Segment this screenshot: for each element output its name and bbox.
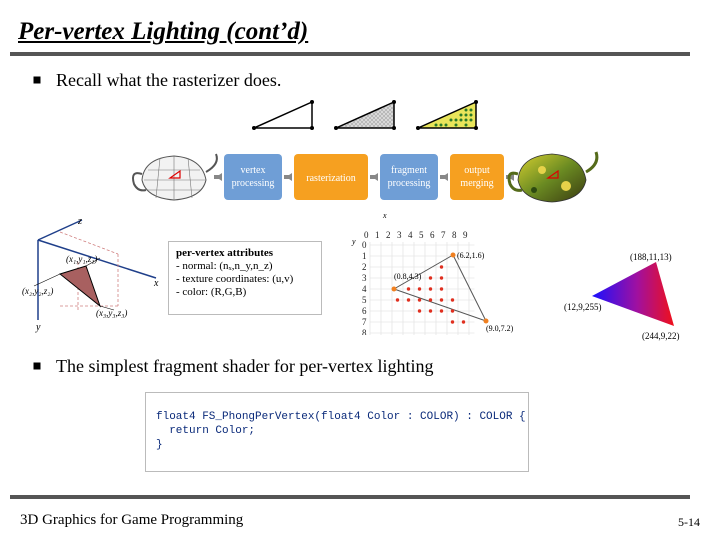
3d-triangle bbox=[58, 265, 102, 308]
grid-row-label: 3 bbox=[362, 273, 367, 283]
rasterization-triangles bbox=[252, 100, 478, 130]
grid-col-label: 2 bbox=[386, 230, 391, 240]
attribute-texcoord: - texture coordinates: (u,v) bbox=[176, 273, 294, 285]
fragment-dot bbox=[439, 309, 444, 313]
bullet-1: Recall what the rasterizer does. bbox=[32, 70, 281, 91]
grid-y-axis-label: y bbox=[351, 237, 356, 246]
code-box: float4 FS_PhongPerVertex(float4 Color : … bbox=[145, 392, 529, 472]
grid-x-axis-label: x bbox=[382, 211, 387, 220]
fragment-dot bbox=[417, 287, 422, 291]
stage-label-vertex-2: processing bbox=[232, 178, 275, 189]
grid-col-label: 0 bbox=[364, 230, 369, 240]
vertex-processing-stage bbox=[224, 154, 282, 200]
bullet-square-icon bbox=[33, 76, 41, 84]
z-label: z bbox=[77, 216, 82, 227]
textured-teapot-icon bbox=[507, 151, 599, 203]
x-label: x bbox=[153, 278, 159, 289]
color-vertex-1-label: (188,11,13) bbox=[630, 252, 672, 262]
attribute-color: - color: (R,G,B) bbox=[176, 286, 247, 298]
footer-course-title: 3D Graphics for Game Programming bbox=[20, 512, 244, 528]
triangle-outline bbox=[252, 100, 314, 130]
fragment-dot bbox=[439, 276, 444, 280]
stage-label-fragment-2: processing bbox=[388, 178, 431, 189]
grid-row-label: 4 bbox=[362, 284, 367, 294]
stage-label-fragment-1: fragment bbox=[391, 165, 427, 176]
output-merging-stage bbox=[450, 154, 504, 200]
grid-col-label: 4 bbox=[408, 230, 413, 240]
fragment-dot bbox=[428, 287, 433, 291]
footer-rule bbox=[10, 495, 690, 499]
bullet-2-text: The simplest fragment shader for per-ver… bbox=[56, 356, 434, 376]
vertex-3-label: (x₃,y₃,z₃) bbox=[96, 308, 127, 318]
stage-label-vertex-1: vertex bbox=[241, 165, 266, 176]
grid-row-label: 5 bbox=[362, 295, 367, 305]
fragment-dot bbox=[428, 309, 433, 313]
code-line-2: return Color; bbox=[156, 425, 256, 437]
raster-triangle bbox=[392, 254, 487, 322]
title-rule bbox=[10, 52, 690, 56]
fragment-dot bbox=[450, 320, 455, 324]
grid-col-label: 8 bbox=[452, 230, 457, 240]
interpolated-triangle bbox=[592, 262, 674, 326]
bullet-1-text: Recall what the rasterizer does. bbox=[56, 70, 282, 90]
attributes-box: per-vertex attributes - normal: (nₓ,n_y,… bbox=[168, 241, 322, 315]
code-line-1: float4 FS_PhongPerVertex(float4 Color : … bbox=[156, 411, 526, 423]
grid-point-1-label: (6.2,1.6) bbox=[457, 251, 485, 260]
grid-row-label: 6 bbox=[362, 306, 367, 316]
pipeline-diagram: vertex processing rasterization fragment… bbox=[132, 151, 599, 203]
fragment-dot bbox=[428, 298, 433, 302]
color-triangle-diagram: (188,11,13) (12,9,255) (244,9,22) bbox=[564, 252, 680, 341]
fragment-dot bbox=[450, 309, 455, 313]
fragment-dot bbox=[406, 287, 411, 291]
slide-title: Per-vertex Lighting (cont’d) bbox=[18, 18, 309, 45]
vertex-1-label: (x₁,y₁,z₁) bbox=[66, 254, 97, 264]
wireframe-teapot-icon bbox=[132, 153, 218, 201]
stage-label-output-1: output bbox=[464, 165, 490, 176]
grid-row-label: 8 bbox=[362, 328, 367, 335]
stage-label-raster: rasterization bbox=[306, 173, 355, 184]
grid-col-label: 3 bbox=[397, 230, 402, 240]
fragment-dot bbox=[439, 265, 444, 269]
color-vertex-3-label: (244,9,22) bbox=[642, 331, 680, 341]
grid-row-label: 7 bbox=[362, 317, 367, 327]
grid-col-label: 1 bbox=[375, 230, 380, 240]
grid-col-label: 5 bbox=[419, 230, 424, 240]
fragment-dot bbox=[450, 298, 455, 302]
footer-slide-number: 5-14 bbox=[678, 515, 700, 529]
code-line-3: } bbox=[156, 439, 163, 451]
fragment-dot bbox=[439, 287, 444, 291]
fragment-dot bbox=[428, 276, 433, 280]
fragment-processing-stage bbox=[380, 154, 438, 200]
fragment-dot bbox=[417, 298, 422, 302]
color-vertex-2-label: (12,9,255) bbox=[564, 302, 602, 312]
fragment-dot bbox=[395, 298, 400, 302]
grid-col-label: 6 bbox=[430, 230, 435, 240]
z-axis bbox=[37, 219, 83, 241]
fragment-dot bbox=[461, 320, 466, 324]
3d-axes-diagram: z x y (x₁,y₁,z₁) (x₂,y₂,z₂) (x₃,y₃,z₃) bbox=[22, 216, 159, 333]
fragment-dot bbox=[417, 309, 422, 313]
attribute-normal: - normal: (nₓ,n_y,n_z) bbox=[176, 260, 273, 272]
grid-point-3-label: (9.0,7.2) bbox=[486, 324, 514, 333]
grid-col-label: 9 bbox=[463, 230, 468, 240]
fragment-dot bbox=[439, 298, 444, 302]
grid-row-label: 2 bbox=[362, 262, 367, 272]
x-axis bbox=[37, 239, 157, 279]
grid-col-label: 7 bbox=[441, 230, 446, 240]
bullet-square-icon bbox=[33, 362, 41, 370]
fragment-dot bbox=[406, 298, 411, 302]
bullet-2: The simplest fragment shader for per-ver… bbox=[32, 356, 434, 377]
grid-point-2-label: (0.8,4.3) bbox=[394, 272, 422, 281]
rasterization-stage bbox=[294, 154, 368, 200]
grid-row-label: 1 bbox=[362, 251, 367, 261]
y-label: y bbox=[35, 322, 41, 333]
triangle-colored bbox=[416, 100, 478, 130]
triangle-fragments bbox=[334, 100, 396, 130]
attributes-heading: per-vertex attributes bbox=[176, 247, 274, 259]
stage-label-output-2: merging bbox=[460, 178, 493, 189]
vertex-2-label: (x₂,y₂,z₂) bbox=[22, 286, 53, 296]
grid-row-label: 0 bbox=[362, 240, 367, 250]
